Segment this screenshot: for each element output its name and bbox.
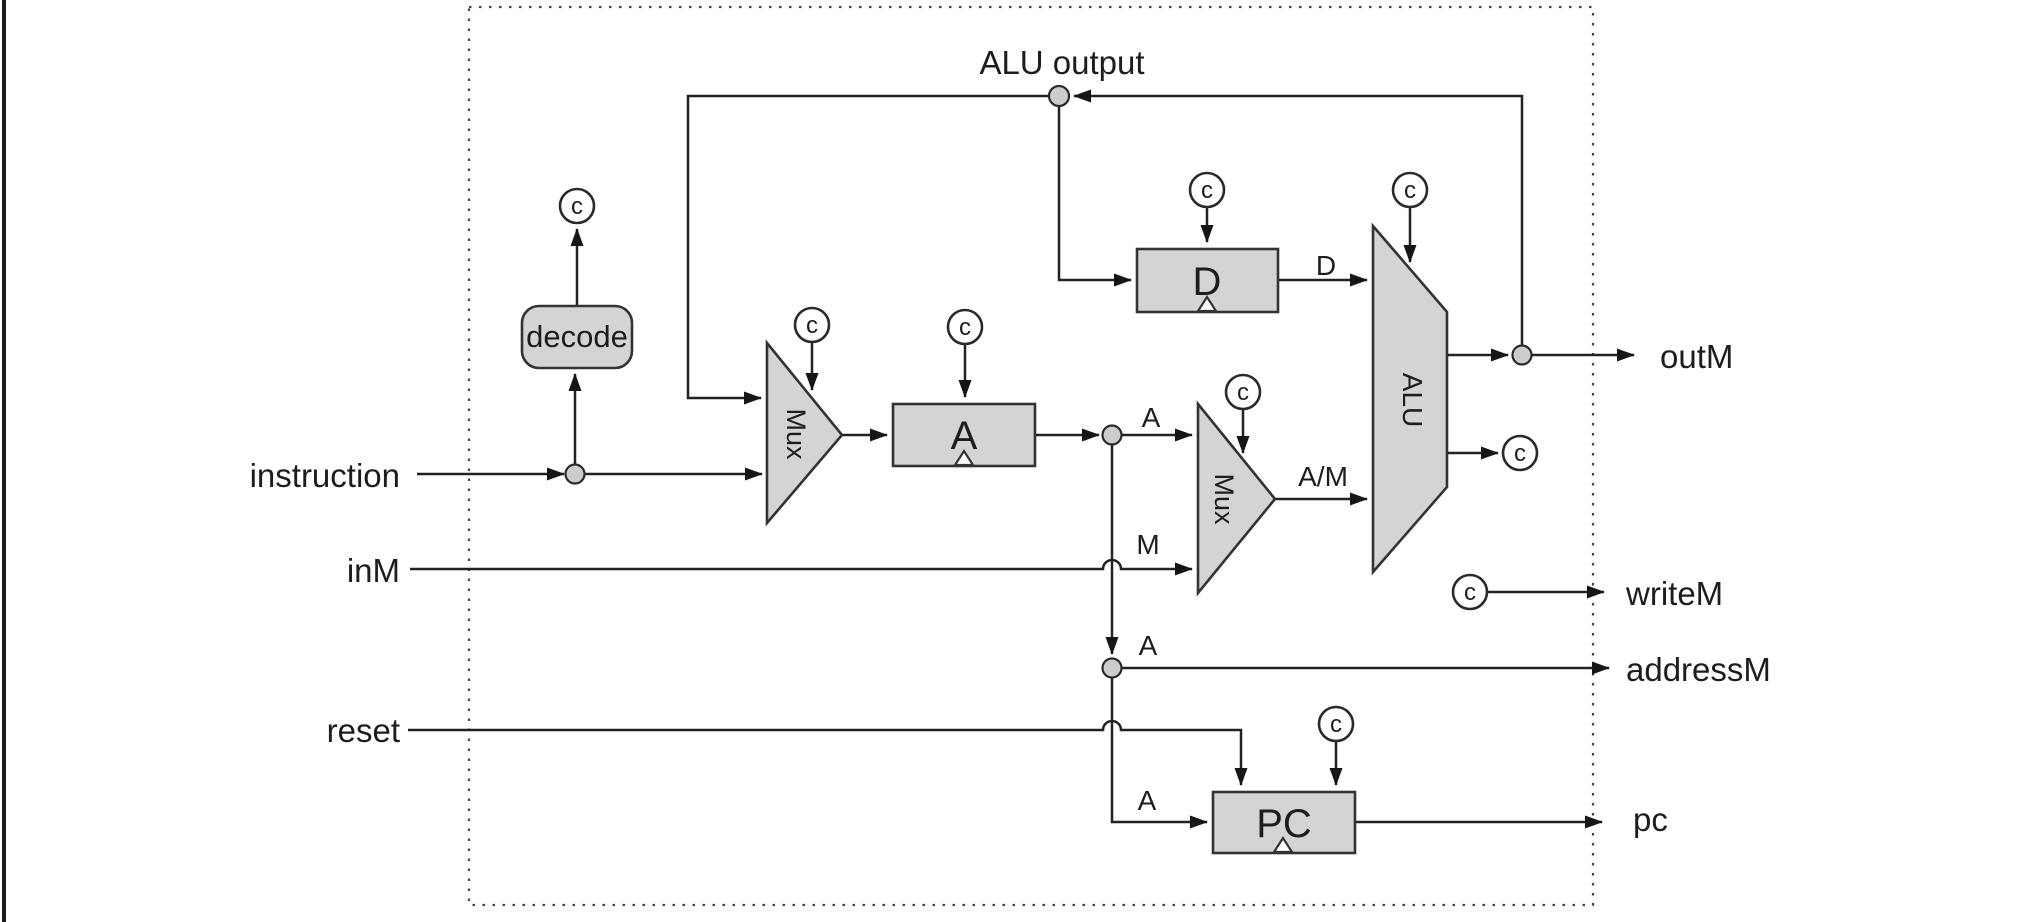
control-bit-alu-icon (1391, 171, 1429, 209)
mux1-label: Mux (781, 408, 811, 460)
a-register-clock-icon (952, 448, 976, 467)
cpu-boundary-dotted-border (467, 5, 1595, 907)
control-bit-d-register-icon (1188, 171, 1226, 209)
alu-trapezoid (1371, 222, 1449, 576)
control-bit-mux1-icon (793, 306, 831, 344)
control-bit-a-register-icon (946, 308, 984, 346)
control-bit-alu-label: c (1404, 177, 1416, 204)
wire-label-a-pc: A (1138, 785, 1157, 816)
decode-label: decode (526, 319, 628, 354)
wire-label-a-address: A (1139, 630, 1158, 661)
wire-reset (408, 719, 1248, 786)
d-register-clock-icon (1195, 294, 1219, 313)
alu-label: ALU (1397, 373, 1428, 427)
wire-inM (410, 558, 1193, 576)
decode-block (520, 304, 634, 370)
wire-label-d: D (1316, 250, 1336, 281)
junction-dot-outM (1511, 344, 1533, 366)
a-register-label: A (951, 414, 978, 458)
d-register-label: D (1193, 260, 1222, 304)
output-label-writeM: writeM (1625, 575, 1723, 612)
pc-register-label: PC (1256, 802, 1312, 846)
control-bit-a-register-label: c (959, 314, 971, 341)
wire-feedback-to-d-register (1057, 106, 1132, 287)
output-label-addressM: addressM (1626, 651, 1771, 688)
input-label-instruction: instruction (250, 457, 400, 494)
alu-output-label: ALU output (979, 44, 1144, 81)
mux1-triangle (765, 339, 844, 527)
junction-dot-alu-output (1047, 84, 1071, 108)
mux2-label: Mux (1209, 473, 1239, 525)
page-edge-line (2, 0, 6, 922)
control-bit-d-register-label: c (1201, 177, 1213, 204)
control-bit-alu-status-icon (1501, 434, 1539, 472)
wire-label-a: A (1142, 402, 1161, 433)
control-bit-alu-status-label: c (1514, 440, 1526, 467)
wire-label-am: A/M (1298, 461, 1348, 492)
wire-a-to-pc (1110, 678, 1208, 829)
wire-feedback-to-mux (686, 94, 1049, 405)
output-label-pc: pc (1633, 801, 1668, 838)
control-bit-writeM-label: c (1464, 579, 1476, 606)
control-bit-mux2-icon (1224, 373, 1262, 411)
input-label-reset: reset (327, 712, 400, 749)
wire-alu-feedback-top (1073, 89, 1524, 346)
control-bit-pc-label: c (1330, 711, 1342, 738)
junction-dot-a-out (1101, 424, 1123, 446)
junction-dot-addressM (1101, 657, 1123, 679)
output-label-outM: outM (1660, 338, 1733, 375)
control-bit-writeM-icon (1451, 573, 1489, 611)
control-bit-decode-label: c (571, 193, 583, 220)
control-bit-mux2-label: c (1237, 379, 1249, 406)
input-label-inM: inM (347, 552, 400, 589)
wire-label-m: M (1136, 529, 1159, 560)
control-bit-mux1-label: c (806, 312, 818, 339)
control-bit-decode-icon (558, 187, 596, 225)
mux2-triangle (1196, 400, 1277, 597)
control-bit-pc-icon (1317, 705, 1355, 743)
junction-dot-instruction (564, 463, 586, 485)
pc-register-clock-icon (1271, 835, 1295, 854)
